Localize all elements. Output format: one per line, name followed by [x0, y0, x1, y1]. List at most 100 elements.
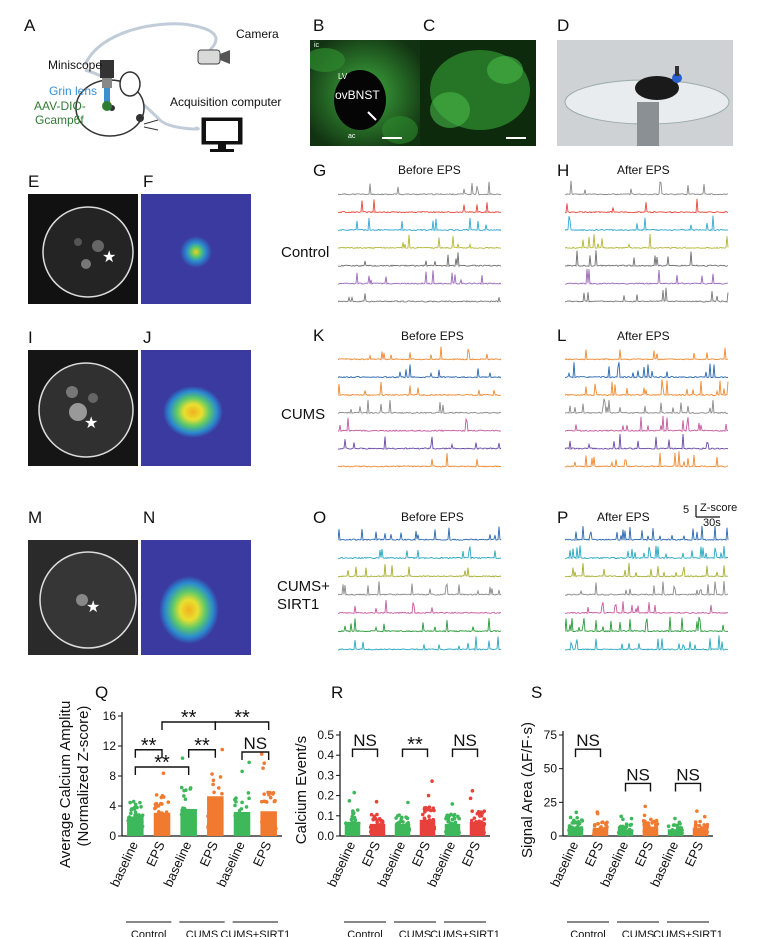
data-point [699, 826, 704, 830]
traces-l [565, 347, 729, 468]
before-eps-title-o: Before EPS [401, 510, 464, 524]
x-tick-label: EPS [359, 839, 384, 869]
arrow-icon [367, 111, 377, 121]
data-point [207, 804, 211, 809]
y-tick-label: 0.5 [317, 728, 334, 742]
data-point [422, 817, 427, 821]
calcium-trace [565, 635, 729, 651]
data-point [671, 823, 676, 827]
y-axis-label: Signal Area (ΔF/F·s) [519, 722, 536, 858]
significance-label: ** [181, 707, 197, 729]
data-point [244, 805, 249, 809]
data-point [179, 812, 184, 817]
calcium-trace [338, 546, 502, 560]
data-point [368, 829, 373, 834]
traces-h [565, 180, 729, 303]
ac-label: ac [348, 133, 356, 140]
significance-bracket [674, 782, 702, 792]
panel-label-f: F [143, 172, 154, 191]
data-point [568, 815, 573, 820]
data-point [239, 825, 244, 829]
data-point [154, 793, 159, 797]
calcium-trace [338, 199, 501, 214]
data-point [622, 831, 627, 836]
heatmap-n [141, 540, 251, 655]
panel-label-m: M [28, 508, 43, 527]
data-point [479, 810, 483, 815]
data-point [479, 813, 484, 818]
fov-image-m: ★ [28, 540, 138, 655]
y-tick-label: 0.4 [317, 748, 334, 762]
data-point [430, 779, 434, 783]
data-point [233, 813, 238, 818]
data-point [482, 830, 486, 835]
data-point [432, 825, 437, 829]
data-point [642, 829, 647, 834]
ovbnst-label: ovBNST [335, 88, 380, 102]
data-point [262, 792, 266, 796]
data-point [153, 806, 157, 811]
calcium-trace [338, 381, 501, 397]
data-point [643, 804, 648, 809]
data-point [139, 804, 143, 809]
data-point [595, 832, 599, 837]
data-point [218, 802, 223, 807]
data-point [266, 790, 270, 795]
data-point [271, 790, 276, 795]
data-point [189, 819, 194, 823]
data-point [265, 814, 269, 818]
data-point [420, 812, 425, 817]
data-point [592, 822, 597, 827]
y-axis-label: (Normalized Z-score) [75, 706, 92, 847]
panel-label-a: A [24, 16, 36, 35]
data-point [428, 808, 433, 813]
data-point [126, 818, 131, 823]
x-tick-label: EPS [582, 839, 607, 869]
data-point [186, 818, 191, 822]
heatmap-j [141, 350, 251, 466]
behavior-photo [557, 40, 733, 146]
calcium-trace [565, 433, 729, 451]
scale-unit: Z-score [700, 502, 738, 514]
calcium-trace [565, 398, 729, 415]
data-point [369, 812, 374, 817]
panel-label-j: J [143, 328, 152, 347]
calcium-trace [338, 563, 502, 578]
data-point [622, 828, 627, 833]
x-tick-label: EPS [459, 839, 484, 869]
data-point [265, 811, 269, 816]
data-point [213, 799, 217, 804]
panel-label-g: G [313, 161, 327, 180]
data-point [604, 826, 608, 831]
group-label: CUMS [186, 929, 218, 937]
data-point [161, 771, 166, 776]
data-point [580, 819, 585, 823]
data-point [211, 820, 215, 825]
y-axis-label: Average Calcium Amplitude [57, 700, 74, 868]
before-eps-title-g: Before EPS [398, 163, 461, 177]
data-point [211, 778, 216, 783]
data-point [424, 830, 429, 835]
significance-bracket [574, 748, 602, 758]
calcium-trace [565, 268, 728, 285]
calcium-trace [338, 399, 502, 415]
data-point [160, 793, 165, 798]
data-point [127, 815, 132, 819]
data-point [264, 823, 268, 828]
panel-label-h: H [557, 161, 570, 180]
data-point [420, 827, 425, 832]
data-point [621, 817, 625, 822]
data-point [471, 825, 476, 829]
calcium-trace [338, 234, 502, 250]
data-point [140, 820, 144, 824]
star-icon: ★ [86, 599, 100, 616]
data-point [629, 829, 634, 833]
scale-time: 30s [703, 517, 721, 529]
data-point [424, 820, 429, 825]
data-point [573, 820, 578, 825]
data-point [264, 800, 269, 804]
acquisition-label: Acquisition computer [170, 95, 282, 109]
significance-bracket [401, 748, 429, 758]
data-point [646, 821, 650, 825]
data-point [600, 820, 604, 825]
